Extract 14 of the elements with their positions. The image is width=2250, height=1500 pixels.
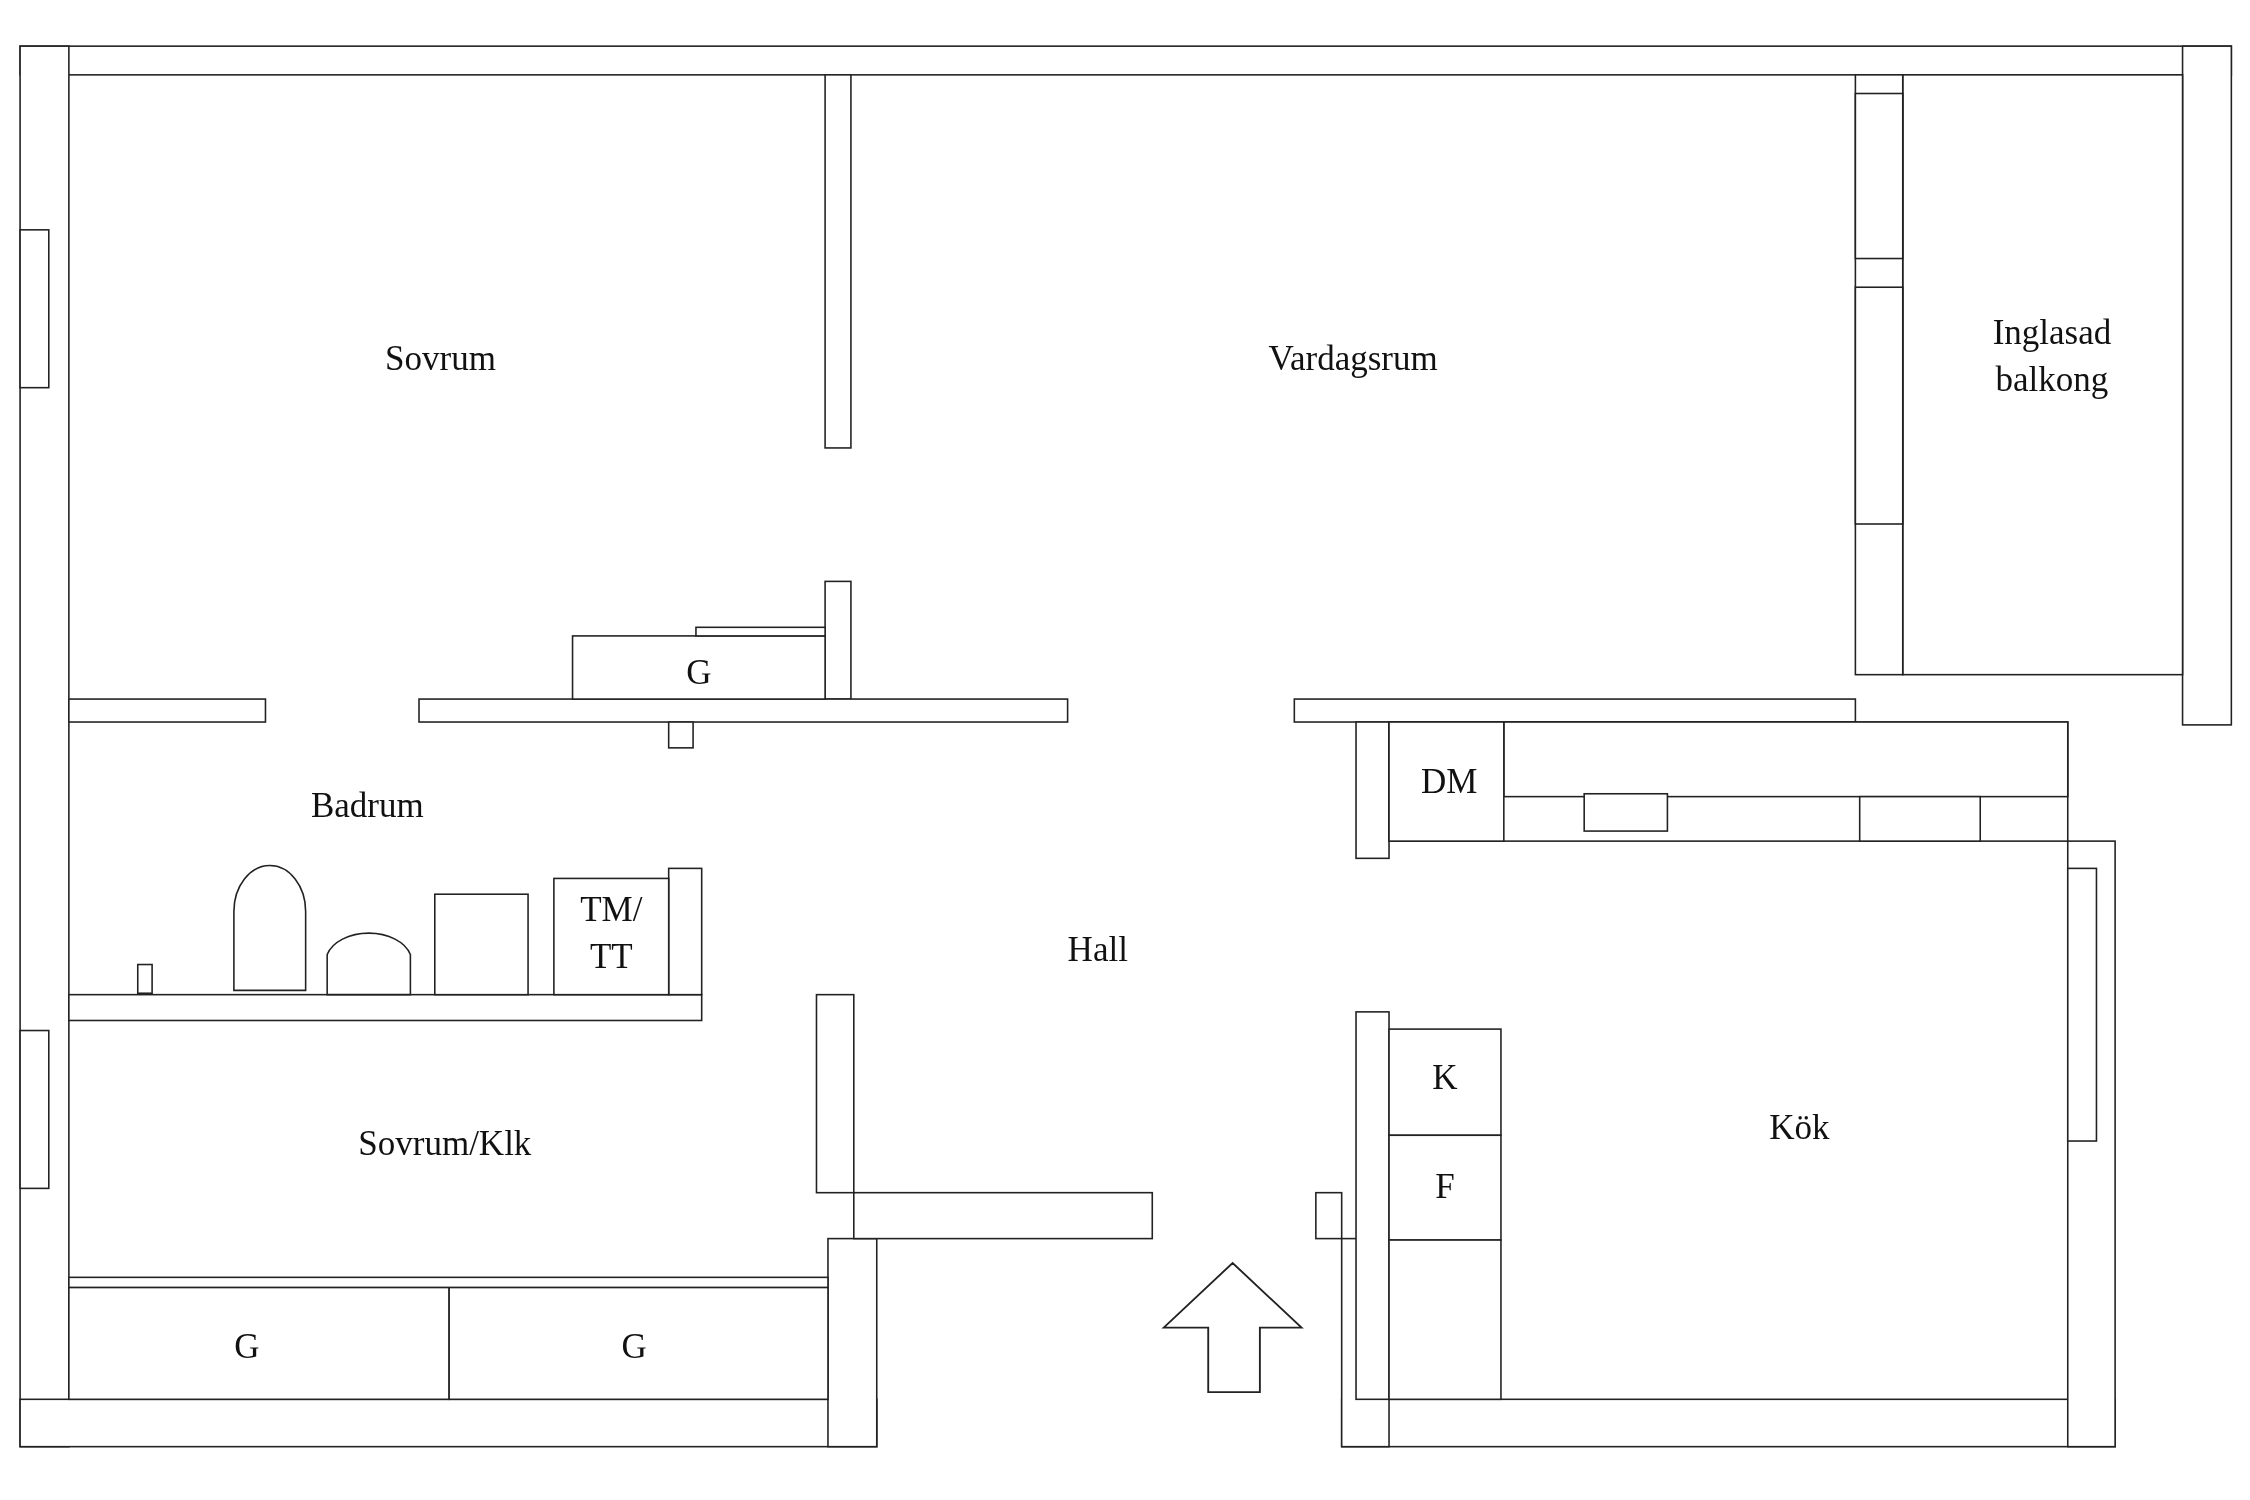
room-label: Sovrum/Klk bbox=[357, 1123, 533, 1165]
room-label: Hall bbox=[1066, 929, 1129, 972]
room-label: Sovrum bbox=[384, 338, 497, 381]
room-label: F bbox=[1434, 1166, 1456, 1209]
room-label: K bbox=[1431, 1057, 1459, 1099]
room-label: Vardagsrum bbox=[1267, 338, 1439, 381]
room-label: G bbox=[233, 1326, 261, 1369]
room-label: TM/ TT bbox=[579, 888, 644, 978]
room-label: G bbox=[620, 1326, 648, 1369]
room-label: Badrum bbox=[309, 785, 425, 828]
room-label: G bbox=[685, 652, 713, 695]
room-label: Inglasad balkong bbox=[1991, 311, 2113, 401]
room-label: DM bbox=[1420, 761, 1479, 804]
room-label: Kök bbox=[1768, 1107, 1831, 1150]
